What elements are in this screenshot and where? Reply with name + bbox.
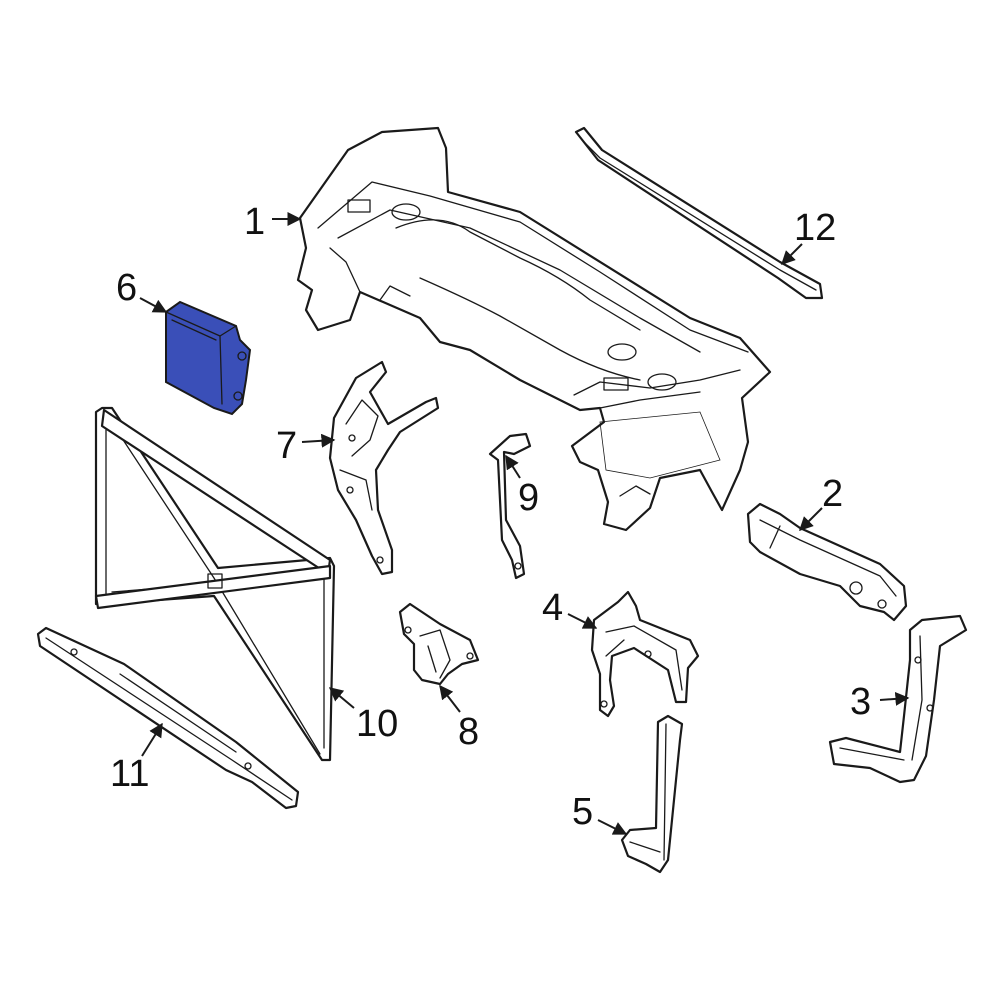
leader-2 [799,507,823,531]
part-7-left-bracket[interactable] [328,360,440,576]
leader-4 [567,613,598,629]
leader-8 [439,684,461,713]
leader-lines [139,212,910,835]
callout-5: 5 [572,791,593,833]
part-3-vertical-bracket[interactable] [828,614,968,784]
callout-10: 10 [356,703,398,745]
part-11-lower-rail[interactable] [36,626,300,810]
leader-12 [781,243,803,265]
part-6-control-module[interactable] [165,300,252,416]
callout-6: 6 [116,267,137,309]
leader-10 [328,687,355,709]
callout-8: 8 [458,711,479,753]
leader-9 [505,454,521,479]
part-10-x-brace[interactable] [94,406,336,762]
callout-labels: 1 2 3 4 5 6 7 8 9 10 11 12 [110,201,871,833]
part-12-upper-bar[interactable] [574,126,824,300]
callout-11: 11 [110,753,149,795]
leader-6 [139,297,168,313]
part-5-vertical-plate[interactable] [620,714,684,874]
callout-3: 3 [850,681,871,723]
callout-1: 1 [244,201,265,243]
leader-5 [597,819,628,835]
callout-2: 2 [822,473,843,515]
callout-4: 4 [542,587,563,629]
part-2-side-rail[interactable] [746,502,908,622]
part-8-small-bracket[interactable] [398,602,480,686]
part-4-center-bracket[interactable] [590,590,700,718]
callout-12: 12 [794,207,836,249]
leader-11 [141,722,163,757]
leader-7 [301,433,336,448]
leader-3 [879,691,910,706]
callout-7: 7 [276,425,297,467]
callout-9: 9 [518,477,539,519]
part-9-strap[interactable] [488,432,532,580]
part-1-dash-support[interactable] [296,126,772,532]
